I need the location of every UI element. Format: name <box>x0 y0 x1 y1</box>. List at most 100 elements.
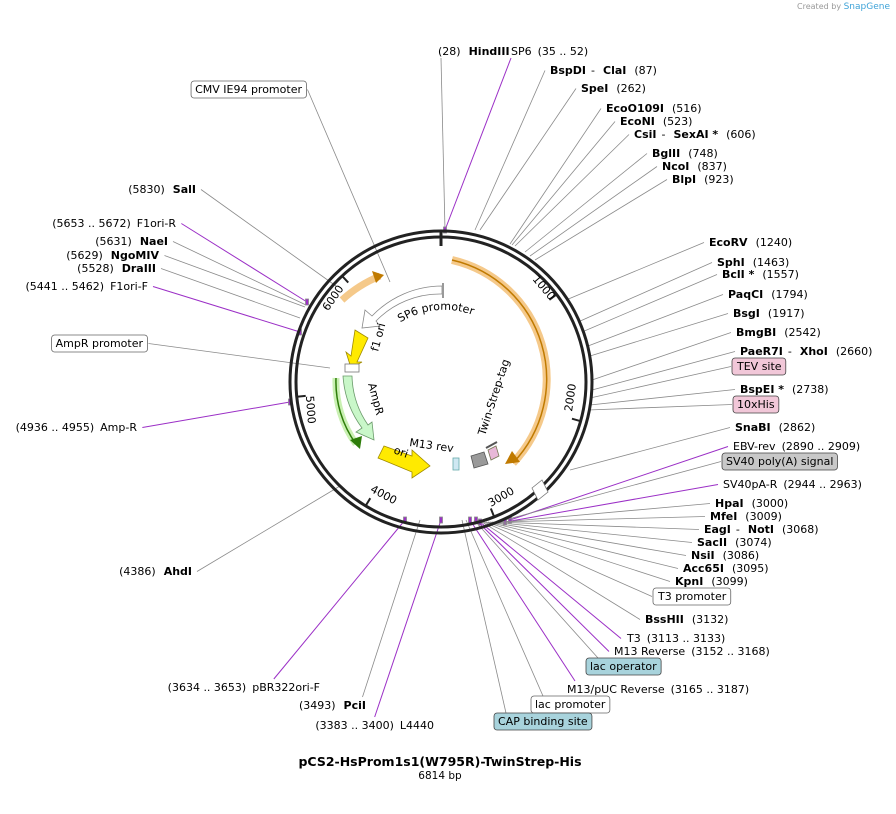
site-label-m13puc: M13/pUC Reverse(3165 .. 3187) <box>567 683 749 696</box>
site-label-bcli: BclI *(1557) <box>722 268 799 281</box>
feature-name: AmpR promoter <box>56 337 144 350</box>
enzyme-pos: (2738) <box>792 383 829 396</box>
primer-name: M13/pUC Reverse <box>567 683 665 696</box>
site-bspei: BspEI * (2738) <box>740 383 829 396</box>
enzyme-extra: ClaI <box>603 64 626 77</box>
feature-box <box>585 657 662 676</box>
feature-box <box>732 395 780 414</box>
site-label-eagi: EagI-NotI(3068) <box>704 523 819 536</box>
leader-pbr <box>273 519 406 680</box>
site-ecoo109i: EcoO109I (516) <box>606 102 702 115</box>
enzyme-pos: (1463) <box>753 256 790 269</box>
enzyme-name: BlpI <box>672 173 696 186</box>
site-label-pbr: (3634 .. 3653)pBR322ori-F <box>168 681 320 694</box>
feature-name: TEV site <box>736 360 782 373</box>
enzyme-name: EcoRV <box>709 236 748 249</box>
leader-mfei <box>499 516 706 523</box>
leader-naei <box>172 241 307 306</box>
leader-cap <box>461 519 507 714</box>
site-snabi: SnaBI(2862) <box>735 421 815 434</box>
enzyme-name: PaeR7I <box>740 345 783 358</box>
site-ngomiv: (5629) NgoMIV <box>66 249 159 262</box>
enzyme-pos: (3132) <box>692 613 729 626</box>
enzyme-name: BssHII <box>645 613 684 626</box>
enzyme-pos: (5528) <box>77 262 114 275</box>
lac-box <box>452 457 460 471</box>
site-label-m13r: M13 Reverse(3152 .. 3168) <box>614 645 770 658</box>
site-hpai: HpaI(3000) <box>715 497 788 510</box>
enzyme-pos: (2542) <box>784 326 821 339</box>
site-label-blpi: BlpI (923) <box>672 173 734 186</box>
orf-arc <box>451 259 548 464</box>
site-label-l4440: (3383 .. 3400)L4440 <box>315 719 434 732</box>
site-naei: (5631)NaeI <box>95 235 168 248</box>
leader-amprprom <box>148 343 331 369</box>
primer-mark <box>468 516 472 524</box>
enzyme-pos: (5629) <box>66 249 103 262</box>
site-t3: T3(3113 .. 3133) <box>626 632 725 645</box>
enzyme-pos: (1240) <box>756 236 793 249</box>
enzyme-pos: (606) <box>726 128 756 141</box>
tick-mark <box>341 275 349 284</box>
enzyme-pos: (3086) <box>723 549 760 562</box>
leader-ampr <box>142 401 291 428</box>
ampr-promoter-line <box>335 377 357 445</box>
site-sp6: SP6(35 .. 52) <box>511 45 588 58</box>
cmv-arc-highlight <box>339 272 382 303</box>
leader-m13r <box>475 519 610 652</box>
enzyme-pos: (5631) <box>95 235 132 248</box>
enzyme-pos: (516) <box>672 102 702 115</box>
enzyme-name: EcoO109I <box>606 102 664 115</box>
site-lacop: lac operator <box>585 657 662 676</box>
leader-pcii <box>362 519 421 698</box>
site-nsii: NsiI(3086) <box>691 549 759 562</box>
site-label-csii: CsiI-SexAI *(606) <box>634 128 756 141</box>
enzyme-extra: XhoI <box>800 345 828 358</box>
primer-name: F1ori-F <box>110 280 148 293</box>
site-cap: CAP binding site <box>493 712 593 731</box>
site-ncoi: NcoI(837) <box>662 160 727 173</box>
site-sv40pa: SV40 poly(A) signal <box>721 452 838 471</box>
site-draiii: (5528)DraIII <box>77 262 156 275</box>
primer-pos: (3113 .. 3133) <box>647 632 726 645</box>
snapgene-logo: SnapGene <box>843 2 890 12</box>
enzyme-pos: (923) <box>704 173 734 186</box>
enzyme-pos: (523) <box>663 115 693 128</box>
primer-name: Amp-R <box>100 421 137 434</box>
tick-label: 5000 <box>303 395 318 424</box>
tick-label: 2000 <box>562 383 579 413</box>
feature-name: CAP binding site <box>498 715 588 728</box>
enzyme-name: HpaI <box>715 497 744 510</box>
site-label-his: 10xHis <box>737 398 775 411</box>
enzyme-name: BspDI <box>550 64 586 77</box>
site-bsgi: BsgI (1917) <box>733 307 804 320</box>
enzyme-sep: - <box>591 64 595 77</box>
tick-mark <box>489 508 496 518</box>
enzyme-name: NgoMIV <box>111 249 160 262</box>
leader-ecorv <box>565 242 705 301</box>
enzyme-name: SphI <box>717 256 745 269</box>
twin-strep-label: Twin-Strep-tag <box>475 358 512 438</box>
site-label-ahdi: (4386)AhdI <box>119 565 192 578</box>
leader-bsshii <box>481 521 641 620</box>
site-label-naei: (5631)NaeI <box>95 235 168 248</box>
site-mfei: MfeI(3009) <box>710 510 782 523</box>
leader-econi <box>511 121 616 246</box>
enzyme-pos: (1917) <box>768 307 805 320</box>
enzyme-pos: (1557) <box>762 268 799 281</box>
enzyme-name: BspEI * <box>740 383 784 396</box>
site-f1orif: (5441 .. 5462)F1ori-F <box>26 280 149 293</box>
leader-lacprom <box>465 519 544 697</box>
leader-ecoo109i <box>509 108 602 245</box>
enzyme-name: BsgI <box>733 307 760 320</box>
leader-t3prom <box>483 521 653 597</box>
ori-arrow <box>377 445 431 479</box>
enzyme-pos: (748) <box>688 147 718 160</box>
site-bmgbi: BmgBI(2542) <box>736 326 821 339</box>
tick-label: 4000 <box>368 483 399 508</box>
enzyme-name: AhdI <box>164 565 192 578</box>
enzyme-pos: (28) <box>438 45 461 58</box>
leader-f1orif <box>152 286 301 333</box>
leader-m13puc <box>469 519 576 682</box>
